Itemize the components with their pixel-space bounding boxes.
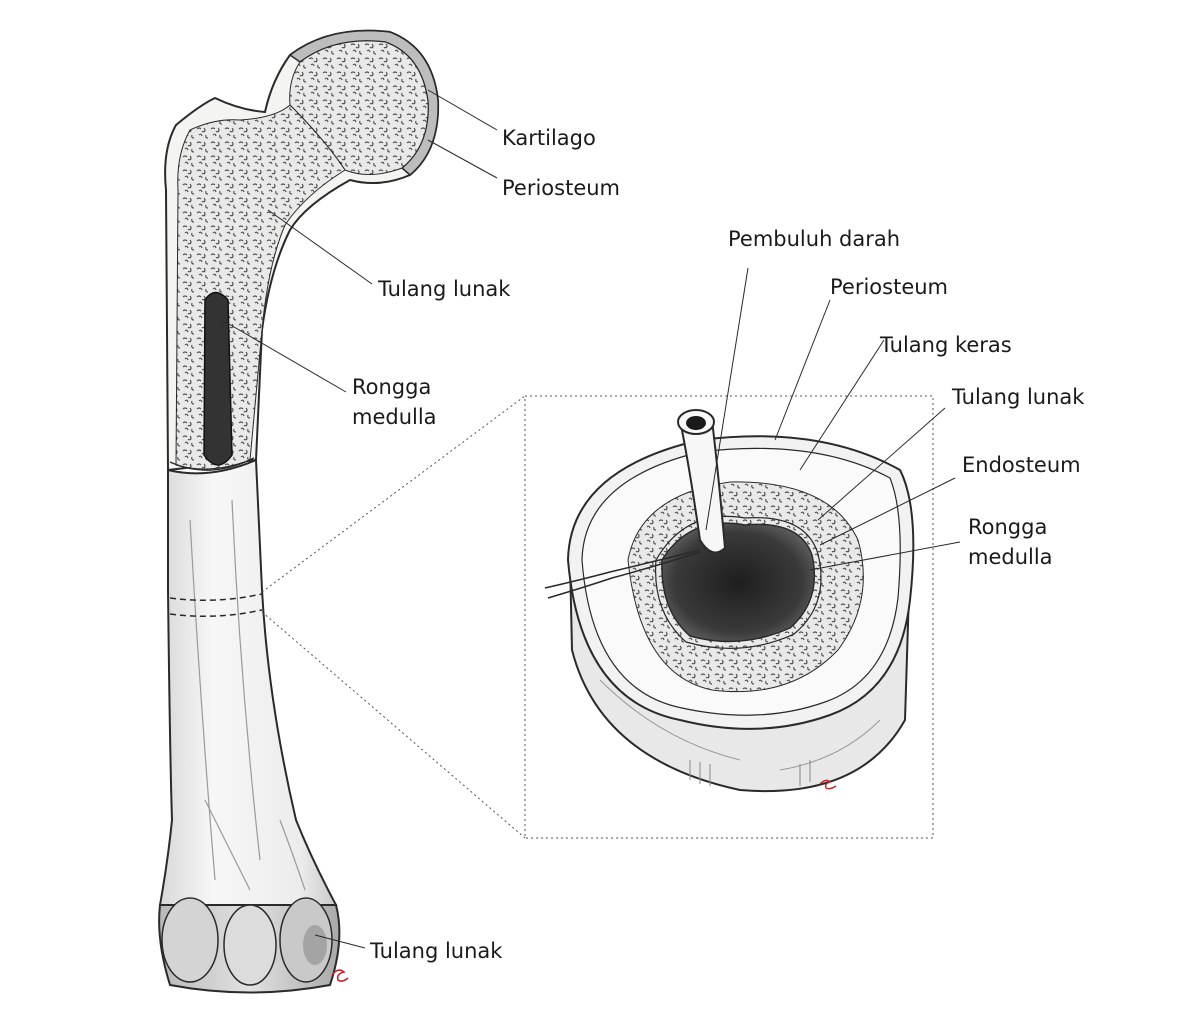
femur-leader-lines	[221, 89, 498, 949]
section-labels: Pembuluh darah Periosteum Tulang keras T…	[728, 227, 1085, 569]
signature-femur	[331, 969, 349, 982]
label-rongga-femur-1: Rongga	[352, 375, 431, 399]
femur-illustration	[158, 29, 440, 994]
label-periosteum-section: Periosteum	[830, 275, 948, 299]
section-endosteum	[654, 515, 822, 649]
label-rongga-section-2: medulla	[968, 545, 1053, 569]
spongy-bone-femur	[175, 104, 346, 470]
cross-section-illustration	[544, 409, 915, 793]
shaft-section-line	[169, 593, 263, 601]
femur-labels: Kartilago Periosteum Tulang lunak Rongga…	[352, 126, 620, 963]
femur-condyles	[158, 897, 341, 994]
label-tulang-keras: Tulang keras	[879, 333, 1012, 357]
section-leader-lines	[705, 267, 961, 571]
label-tulang-lunak-section: Tulang lunak	[951, 385, 1085, 409]
label-tulang-lunak-lower: Tulang lunak	[369, 939, 503, 963]
label-pembuluh-darah: Pembuluh darah	[728, 227, 900, 251]
label-rongga-femur-2: medulla	[352, 405, 437, 429]
section-medullary-cavity	[661, 522, 816, 643]
femur-shaft	[158, 458, 338, 906]
label-tulang-lunak-upper: Tulang lunak	[377, 277, 511, 301]
signature-section	[819, 779, 837, 790]
label-rongga-section-1: Rongga	[968, 515, 1047, 539]
medullary-cavity-femur	[203, 291, 233, 466]
label-periosteum-femur: Periosteum	[502, 176, 620, 200]
label-endosteum: Endosteum	[962, 453, 1081, 477]
label-kartilago: Kartilago	[502, 126, 596, 150]
